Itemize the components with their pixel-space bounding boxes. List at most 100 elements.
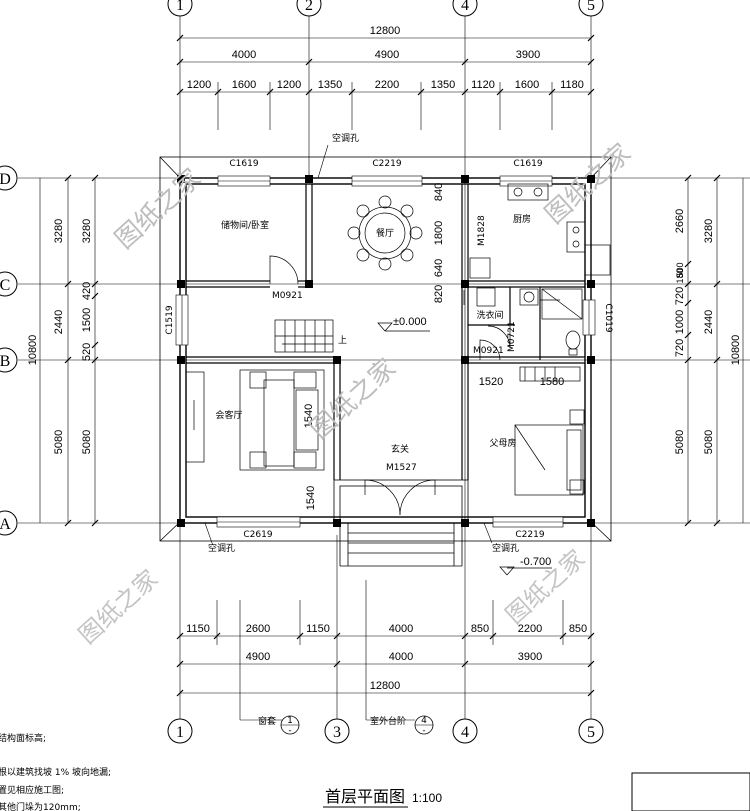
axis-top-1: 1	[176, 0, 184, 14]
dim-bottom-detail: 1150	[306, 623, 330, 635]
eave-outline	[159, 156, 612, 542]
axis-left-C: C	[0, 277, 10, 294]
ac-hole-label: 空调孔	[332, 132, 359, 144]
dim-left-outer: 3280	[81, 219, 93, 243]
bottom-dimension-lines	[176, 600, 595, 697]
dim-inner: 1540	[303, 404, 315, 428]
watermarks: 图纸之家 图纸之家 图纸之家 图纸之家 图纸之家	[73, 138, 637, 649]
interior-walls	[186, 184, 585, 480]
dim-top-total: 12800	[370, 25, 401, 37]
window-tag-c1619: C1619	[229, 159, 258, 169]
drawing-scale: 1:100	[412, 791, 442, 805]
right-dimension-text: 2660 180 500 720 1000 720 5080 3280 2440…	[674, 209, 742, 454]
kitchen-fixtures	[469, 183, 611, 279]
room-kitchen: 厨房	[513, 213, 531, 225]
dim-left-outer: 1500	[81, 308, 93, 332]
room-living: 会客厅	[215, 409, 242, 421]
dim-left-total: 10800	[27, 335, 39, 366]
dim-top-detail: 1200	[277, 79, 301, 91]
door-tag-m0721: M0721	[507, 321, 517, 352]
room-storage: 储物间/卧室	[221, 219, 269, 231]
dim-right-total: 10800	[730, 335, 742, 366]
general-notes: 结构面标高; 根以建筑找坡 1% 坡向地漏; 置见相应施工图; 其他门垛为120…	[0, 732, 111, 811]
axis-left-D: D	[0, 171, 11, 188]
top-dimension-lines	[176, 34, 595, 130]
dim-left-outer: 520	[81, 343, 93, 361]
dim-inner: 1580	[540, 376, 564, 388]
dim-inner: 1800	[433, 221, 445, 245]
dim-right-inner: 5080	[674, 430, 686, 454]
dim-top-detail: 1600	[232, 79, 256, 91]
note-line: 其他门垛为120mm;	[0, 801, 81, 811]
detail-ref-sheet: -	[422, 726, 425, 736]
window-tag-c2219: C2219	[515, 530, 544, 540]
axis-bottom-5: 5	[587, 724, 595, 741]
door-symbols	[269, 255, 560, 516]
dim-top-detail: 1600	[515, 79, 539, 91]
room-master: 父母房	[489, 437, 516, 449]
dim-inner: 820	[433, 285, 445, 303]
dim-bottom-detail: 2200	[518, 623, 542, 635]
dim-inner: 1520	[479, 376, 503, 388]
dim-inner: 640	[433, 259, 445, 277]
room-foyer: 玄关	[391, 443, 409, 455]
window-tag-c1519: C1519	[165, 305, 175, 334]
living-furniture	[185, 369, 325, 471]
detail-ref-sheet: -	[288, 726, 291, 736]
dim-left-inner: 2440	[53, 310, 65, 334]
dining-table	[347, 195, 423, 271]
axis-left-A: A	[0, 516, 11, 533]
detail-window-label: 窗套	[258, 715, 276, 727]
right-dimension-lines	[684, 174, 744, 527]
drawing-title-text: 首层平面图	[325, 787, 405, 806]
axis-top-4: 4	[461, 0, 469, 14]
inner-dimension-text: 840 1800 640 820 1540 1540 1520 1580	[303, 183, 564, 510]
staircase	[274, 319, 334, 353]
dim-bottom-mid: 4000	[389, 651, 413, 663]
dim-top-mid: 4900	[375, 49, 399, 61]
door-tag-m1527: M1527	[386, 463, 417, 473]
ac-hole-label: 空调孔	[492, 542, 519, 554]
detail-ref-num: 1	[287, 716, 293, 726]
dim-right-inner: 720	[674, 287, 686, 305]
dim-right-outer: 3280	[703, 219, 715, 243]
dim-top-detail: 1350	[318, 79, 342, 91]
dim-top-mid: 4000	[232, 49, 256, 61]
dim-right-outer: 2440	[703, 310, 715, 334]
dim-bottom-mid: 4900	[246, 651, 270, 663]
dim-left-inner: 5080	[53, 430, 65, 454]
annotations: 空调孔 空调孔 空调孔 ±0.000 -0.700	[204, 132, 552, 576]
axis-top-5: 5	[587, 0, 595, 14]
axis-left-B: B	[0, 353, 10, 370]
window-tag-c1019: C1019	[603, 303, 613, 332]
dim-top-detail: 1180	[560, 79, 584, 91]
axis-bottom-4: 4	[461, 724, 469, 741]
door-labels: M0921 M1828 M0921 M0721 M1527	[272, 215, 517, 473]
window-tag-c1619: C1619	[513, 159, 542, 169]
dim-top-detail: 1120	[471, 79, 495, 91]
left-dimension-text: 3280 2440 5080 3280 420 1500 520 5080 10…	[27, 219, 93, 454]
dim-top-detail: 1350	[431, 79, 455, 91]
dim-bottom-mid: 3900	[518, 651, 542, 663]
title-block-frame	[631, 772, 750, 811]
ac-hole-label: 空调孔	[208, 542, 235, 554]
axis-bottom-1: 1	[176, 724, 184, 741]
watermark-text: 图纸之家	[73, 564, 163, 649]
window-tag-c2219: C2219	[372, 159, 401, 169]
left-dimension-lines	[39, 174, 99, 527]
dim-bottom-detail: 1150	[186, 623, 210, 635]
dim-inner: 840	[433, 183, 445, 201]
dim-left-outer: 420	[81, 282, 93, 300]
dim-right-inner: 1000	[674, 310, 686, 334]
bedroom-furniture	[514, 366, 585, 496]
bottom-dimension-text: 1150 2600 1150 4000 850 2200 850 4900 40…	[186, 623, 587, 692]
dim-right-inner: 500	[675, 262, 685, 277]
dim-right-outer: 5080	[703, 430, 715, 454]
axis-labels: 1 2 4 5 1 3 4 5 D C B A	[0, 0, 595, 741]
watermark-text: 图纸之家	[305, 353, 402, 445]
axis-bubbles	[0, 0, 604, 744]
dim-left-inner: 3280	[53, 219, 65, 243]
note-line: 根以建筑找坡 1% 坡向地漏;	[0, 766, 111, 778]
dim-top-detail: 1200	[187, 79, 211, 91]
